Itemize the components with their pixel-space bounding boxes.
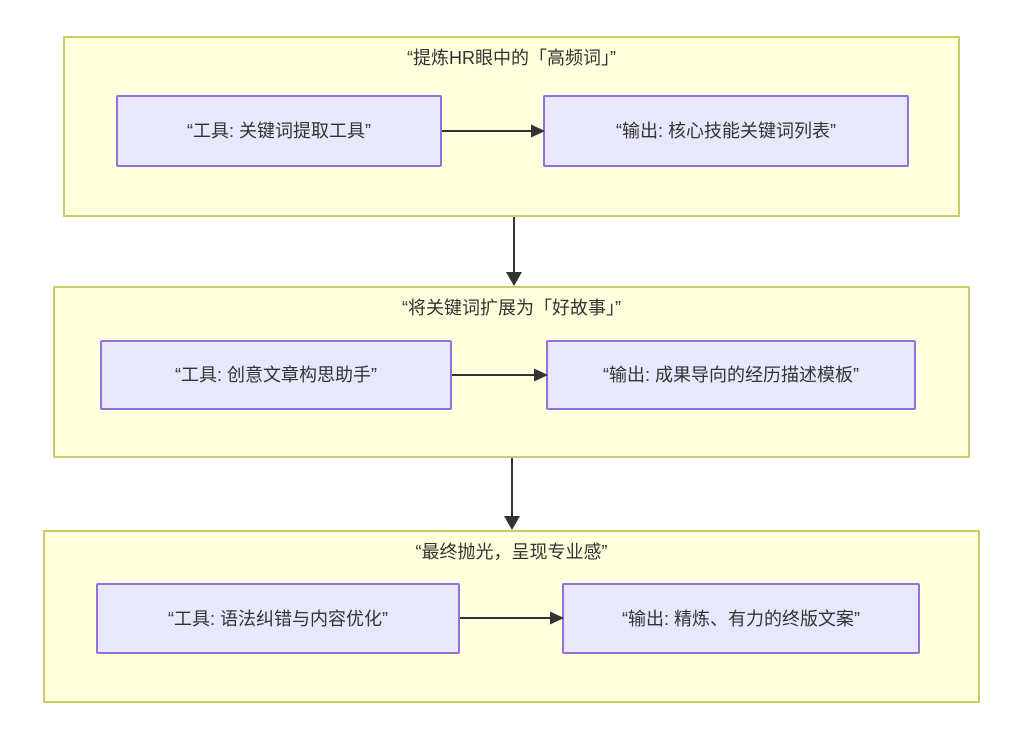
subgraph-title-1: “提炼HR眼中的「高频词」”	[407, 48, 616, 68]
node-output-3[interactable]: “输出: 精炼、有力的终版文案”	[562, 583, 920, 654]
node-tool-1[interactable]: “工具: 关键词提取工具”	[116, 95, 442, 167]
node-tool-1-label: “工具: 关键词提取工具”	[187, 121, 371, 141]
edge-group1-to-group2	[506, 217, 522, 286]
node-output-3-label: “输出: 精炼、有力的终版文案”	[622, 608, 860, 629]
subgraph-title-2: “将关键词扩展为「好故事」”	[402, 298, 621, 318]
edge-group2-to-group3	[504, 458, 520, 530]
node-output-1[interactable]: “输出: 核心技能关键词列表”	[543, 95, 909, 167]
node-tool-2[interactable]: “工具: 创意文章构思助手”	[100, 340, 452, 410]
node-tool-3[interactable]: “工具: 语法纠错与内容优化”	[96, 583, 460, 654]
node-output-1-label: “输出: 核心技能关键词列表”	[616, 121, 836, 141]
node-tool-2-label: “工具: 创意文章构思助手”	[175, 365, 377, 385]
node-output-2-label: “输出: 成果导向的经历描述模板”	[603, 365, 859, 385]
node-tool-3-label: “工具: 语法纠错与内容优化”	[168, 608, 388, 629]
node-output-2[interactable]: “输出: 成果导向的经历描述模板”	[546, 340, 916, 410]
subgraph-title-3: “最终抛光，呈现专业感”	[415, 542, 608, 562]
